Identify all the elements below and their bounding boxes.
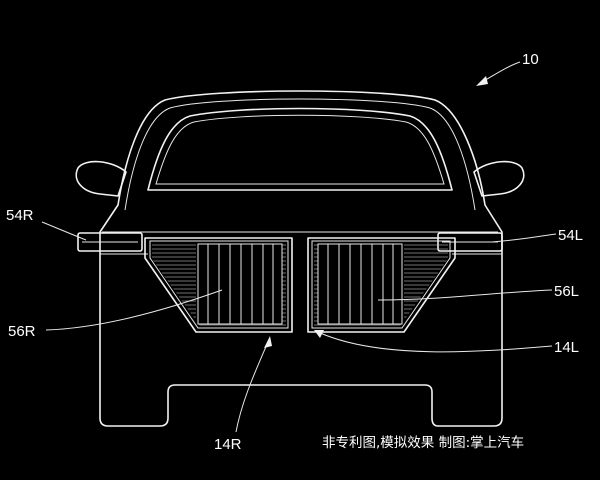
car-body: [99, 90, 503, 427]
side-mirror-right: [75, 160, 127, 197]
label-56R: 56R: [8, 323, 36, 340]
grille-insert-56R: [196, 243, 283, 325]
label-10: 10: [522, 51, 539, 68]
label-14R: 14R: [214, 436, 242, 453]
label-14L: 14L: [554, 339, 579, 356]
label-54L: 54L: [558, 227, 583, 244]
label-56L: 56L: [554, 283, 579, 300]
headlamp-54L: [437, 232, 503, 252]
side-mirror-left: [473, 160, 525, 197]
hood-line: [100, 231, 502, 255]
headlamp-54R: [77, 232, 143, 252]
label-54R: 54R: [6, 207, 34, 224]
leader-lines: [41, 61, 557, 433]
caption-watermark: 非专利图,模拟效果 制图:掌上汽车: [322, 435, 525, 451]
windshield: [147, 107, 453, 191]
grille-insert-56L: [317, 243, 404, 325]
